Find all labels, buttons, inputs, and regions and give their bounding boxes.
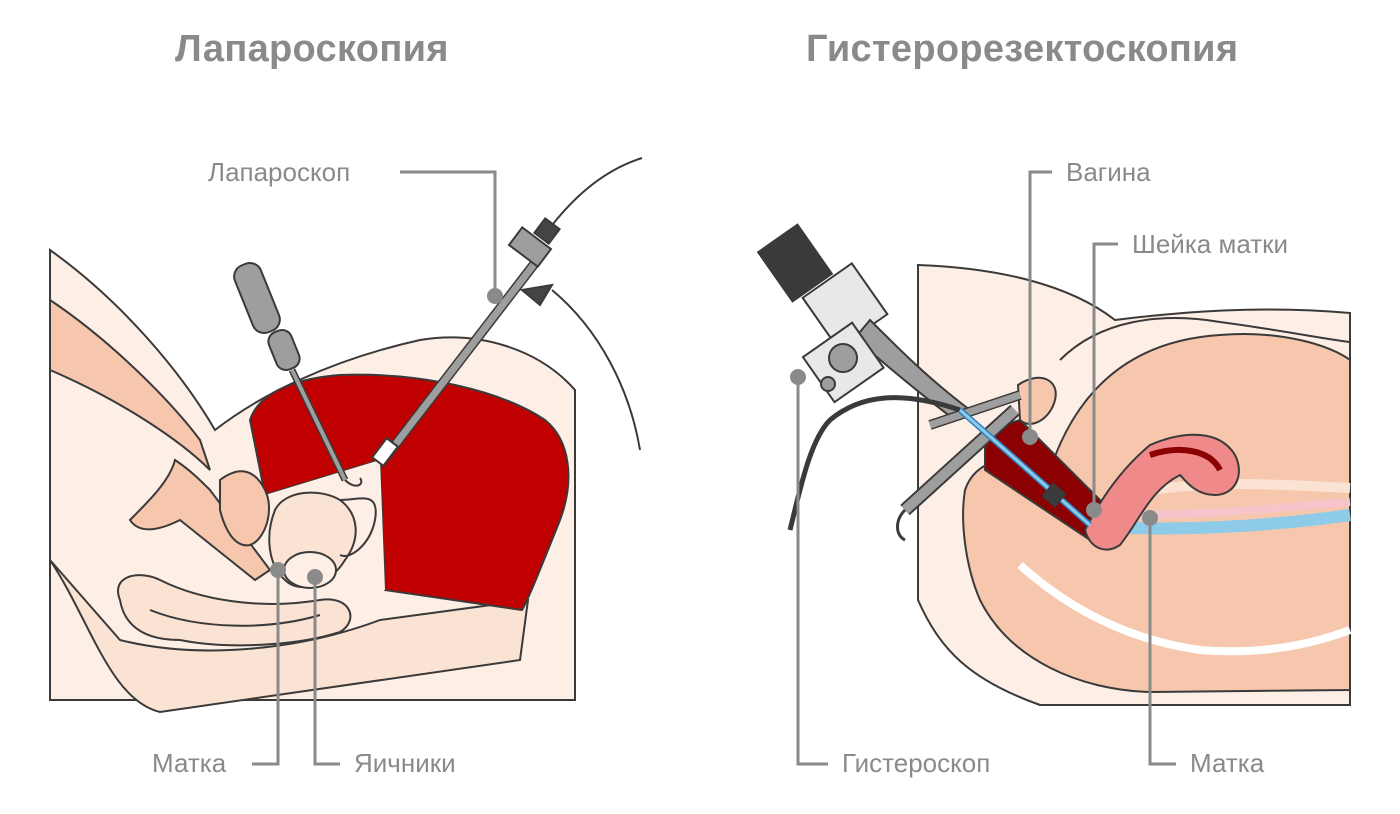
laparoscopy-title: Лапароскопия [175,28,449,70]
leader-laparoscope [400,170,497,296]
bladder-channel [1129,509,1351,535]
hysteroresectoscopy-illustration [756,170,1352,766]
leader-hysteroscope [796,377,828,766]
label-vagina: Вагина [1066,157,1151,187]
label-cervix: Шейка матки [1132,229,1289,259]
leader-vagina [1028,170,1052,437]
leader-uterus-left [252,570,280,766]
laparoscope-instrument [370,157,643,468]
abdominal-cavity-insufflated [248,373,570,612]
grasper-instrument [233,261,363,487]
leader-uterus-right [1148,518,1176,766]
bowel [117,574,352,647]
label-laparoscope: Лапароскоп [208,157,351,187]
abdominal-wall-left [49,298,211,471]
label-hysteroscope: Гистероскоп [842,748,991,778]
hysteroscope-instrument [756,223,1092,542]
label-uterus-right: Матка [1190,748,1265,778]
label-ovaries: Яичники [354,748,456,778]
hysteroresectoscopy-title: Гистерорезектоскопия [806,28,1239,70]
laparoscopy-illustration [49,157,643,766]
leader-ovaries [313,577,340,766]
leader-cervix [1092,242,1118,510]
uterus-right [1083,433,1240,551]
label-uterus-left: Матка [152,748,227,778]
pelvic-bone [128,458,272,582]
